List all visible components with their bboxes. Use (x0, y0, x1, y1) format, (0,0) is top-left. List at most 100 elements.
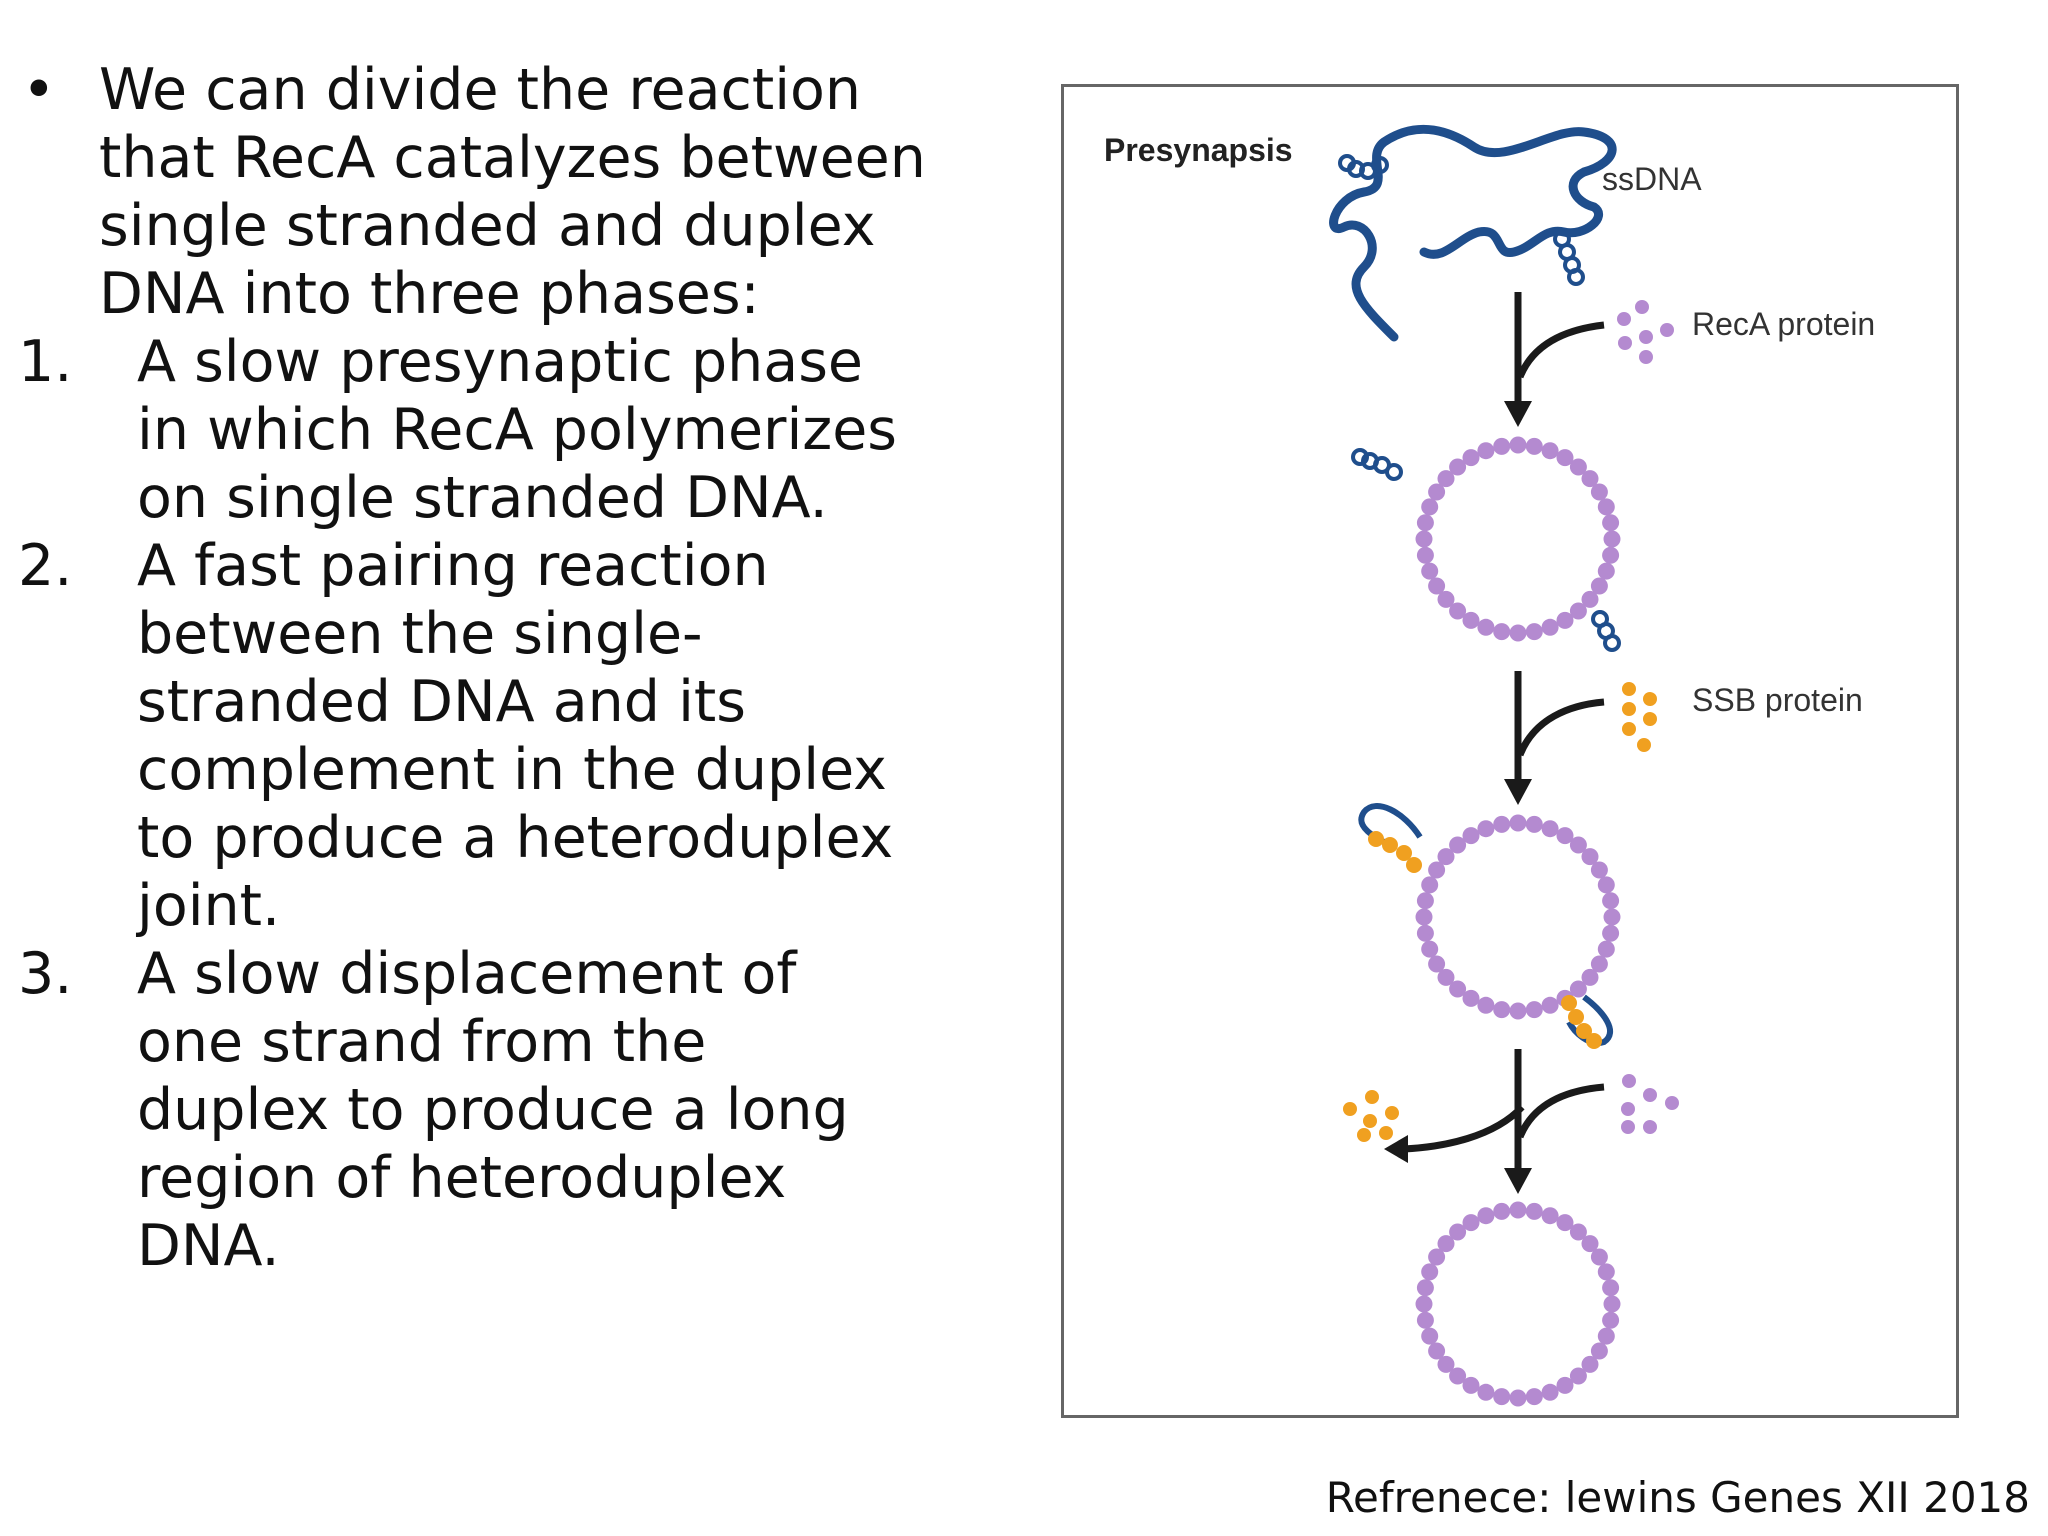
phase-line: duplex to produce a long (137, 1077, 849, 1143)
reca-bead (1477, 618, 1495, 636)
reca-bead (1415, 530, 1433, 548)
reca-bead (1597, 1327, 1615, 1345)
reca-bead (1416, 924, 1434, 942)
reca-bead (1525, 815, 1543, 833)
reca-bead (1602, 1279, 1620, 1297)
reca-bead (1421, 498, 1439, 516)
ssdna-coil-left (1338, 154, 1389, 180)
reca-bead (1449, 980, 1467, 998)
reca-bead (1416, 514, 1434, 532)
reca-bead (1428, 861, 1446, 879)
reca-bead (1449, 602, 1467, 620)
reca-bead (1525, 623, 1543, 641)
reca-bead (1541, 820, 1559, 838)
reca-bead (1416, 1279, 1434, 1297)
reca-bead (1590, 955, 1608, 973)
reca-bead (1437, 470, 1455, 488)
intro-line: We can divide the reaction (99, 57, 862, 123)
ssb-protein-label: SSB protein (1692, 682, 1863, 718)
reca-bead (1581, 968, 1599, 986)
phase-number: 1. (18, 329, 73, 395)
reca-bead (1428, 577, 1446, 595)
phase-line: on single stranded DNA. (137, 465, 828, 531)
reca-bead (1556, 611, 1574, 629)
reca-bead (1462, 827, 1480, 845)
phase-line: joint. (137, 873, 281, 939)
reca-bead (1602, 546, 1620, 564)
released-ssb-dots (1343, 1090, 1399, 1142)
reca-bead (1493, 623, 1511, 641)
reca-bead (1603, 530, 1621, 548)
reca-bead (1581, 1235, 1599, 1253)
intro-line: single stranded and duplex (99, 193, 876, 259)
reca-bead (1569, 1367, 1587, 1385)
reca-bead (1603, 1295, 1621, 1313)
reca-bead (1477, 1383, 1495, 1401)
reca-bead (1541, 1383, 1559, 1401)
reca-bead (1581, 1355, 1599, 1373)
reca-protein-label: RecA protein (1692, 306, 1875, 342)
reca-bead (1590, 1248, 1608, 1266)
reca-bead (1569, 1223, 1587, 1241)
reca-bead (1477, 820, 1495, 838)
arrow-2 (1504, 671, 1605, 805)
phase-line: A slow presynaptic phase (137, 329, 863, 395)
reca-bead (1602, 924, 1620, 942)
reca-bead (1569, 836, 1587, 854)
reca-bead (1421, 876, 1439, 894)
reca-bead (1509, 1201, 1527, 1219)
reca-bead (1477, 996, 1495, 1014)
ssb-bound-dots (1368, 831, 1602, 1049)
reca-bead (1556, 449, 1574, 467)
reca-bead (1509, 814, 1527, 832)
reca-bead (1477, 1207, 1495, 1225)
reca-bead (1428, 1248, 1446, 1266)
reca-bead (1597, 562, 1615, 580)
reca-bead (1421, 1327, 1439, 1345)
phase-number: 3. (18, 941, 73, 1007)
reca-bead (1416, 892, 1434, 910)
reca-protein-dots (1617, 300, 1674, 364)
reca-bead (1590, 483, 1608, 501)
reca-bead (1428, 1342, 1446, 1360)
reca-bead (1477, 442, 1495, 460)
reca-bead (1493, 1388, 1511, 1406)
reca-bead (1428, 955, 1446, 973)
incoming-reca-dots (1621, 1074, 1679, 1134)
phase-line: to produce a heteroduplex (137, 805, 894, 871)
reca-bead (1597, 498, 1615, 516)
reca-bead (1462, 1376, 1480, 1394)
phase-line: one strand from the (137, 1009, 707, 1075)
reca-bead (1602, 892, 1620, 910)
reca-bead (1569, 980, 1587, 998)
reca-figure: Presynapsis ssDNA RecA protein SSB prote… (1061, 84, 1959, 1418)
reca-bead (1437, 1355, 1455, 1373)
ssdna-coil-right (1553, 230, 1585, 286)
reca-bead (1541, 1207, 1559, 1225)
reca-bead (1421, 562, 1439, 580)
reca-bead (1581, 590, 1599, 608)
reca-bead (1509, 624, 1527, 642)
reca-bead (1415, 1295, 1433, 1313)
reca-diagram: Presynapsis ssDNA RecA protein SSB prote… (1104, 124, 1875, 1407)
reca-bead (1449, 1367, 1467, 1385)
intro-line: that RecA catalyzes between (99, 125, 926, 191)
phase-line: A slow displacement of (137, 941, 797, 1007)
reca-bead (1541, 996, 1559, 1014)
reca-bead (1541, 618, 1559, 636)
reca-bead (1569, 602, 1587, 620)
reca-bead (1541, 442, 1559, 460)
reca-bead (1590, 861, 1608, 879)
reca-bead (1437, 968, 1455, 986)
phase-line: complement in the duplex (137, 737, 887, 803)
phase-item-2: 2. A fast pairing reaction between the s… (0, 532, 1000, 940)
reca-bead (1525, 1202, 1543, 1220)
phase-line: A fast pairing reaction (137, 533, 769, 599)
reca-bead (1603, 908, 1621, 926)
arrow-1 (1504, 292, 1605, 427)
reca-bead (1449, 836, 1467, 854)
reca-bead (1462, 611, 1480, 629)
presynapsis-label: Presynapsis (1104, 132, 1293, 168)
reca-bead (1602, 1311, 1620, 1329)
reference-note: Refrenece: lewins Genes XII 2018 (1325, 1473, 2030, 1522)
